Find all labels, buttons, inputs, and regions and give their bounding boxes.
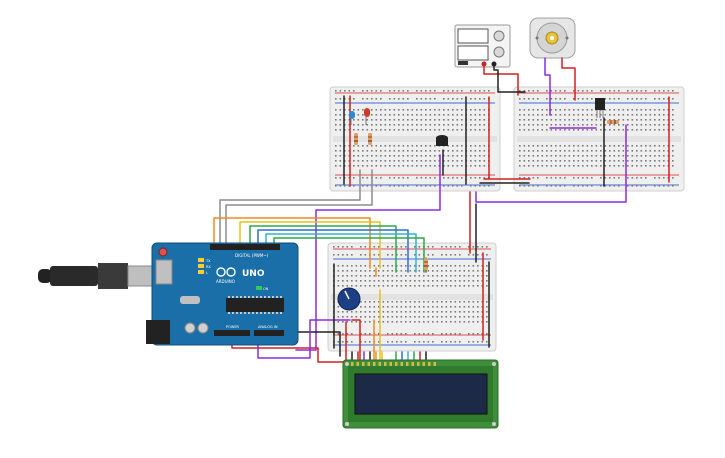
lcd-pin	[367, 362, 370, 366]
chip-pin	[244, 296, 246, 298]
wire-red[interactable]	[231, 321, 347, 363]
lcd-pin	[378, 362, 381, 366]
arduino-analog-label: ANALOG IN	[258, 325, 278, 329]
chip-pin	[272, 312, 274, 314]
lcd-pin	[351, 362, 354, 366]
lcd-pin	[417, 362, 420, 366]
wire-black[interactable]	[493, 63, 526, 93]
wire-green[interactable]	[273, 237, 425, 273]
wire-orange[interactable]	[213, 217, 371, 269]
lcd-pin	[389, 362, 392, 366]
lcd-pin	[406, 362, 409, 366]
chip-pin	[272, 296, 274, 298]
arduino-board[interactable]: DIGITAL (PWM~) UNO ARDUINO TX RX L ON PO…	[146, 242, 299, 346]
wire-purple[interactable]	[544, 57, 551, 116]
chip-pin	[276, 312, 278, 314]
wire-blue[interactable]	[257, 229, 409, 273]
chip-pin	[240, 296, 242, 298]
arduino-on-label: ON	[263, 287, 269, 291]
chip-pin	[264, 296, 266, 298]
chip-pin	[252, 312, 254, 314]
wire-purple[interactable]	[475, 124, 627, 203]
wire-red[interactable]	[561, 57, 576, 101]
lcd-pin	[411, 362, 414, 366]
chip-pin	[256, 312, 258, 314]
wire-gray[interactable]	[219, 169, 361, 246]
chip-pin	[264, 312, 266, 314]
chip-pin	[228, 296, 230, 298]
lcd-pin	[433, 362, 436, 366]
chip-pins	[228, 296, 282, 314]
lcd-pin	[428, 362, 431, 366]
wire-gray[interactable]	[225, 169, 373, 246]
lcd-display[interactable]	[342, 359, 499, 429]
chip-pin	[260, 312, 262, 314]
lcd-pin	[356, 362, 359, 366]
potentiometer-knob-icon[interactable]	[337, 287, 361, 311]
lcd-pins	[351, 362, 436, 366]
transistor[interactable]	[595, 98, 605, 118]
chip-pin	[232, 312, 234, 314]
lcd-pin	[362, 362, 365, 366]
resistor[interactable]	[424, 258, 428, 270]
lcd-pin	[384, 362, 387, 366]
lcd-pin	[422, 362, 425, 366]
dc-motor-icon[interactable]	[529, 17, 576, 59]
chip-pin	[232, 296, 234, 298]
wire-cyan[interactable]	[265, 233, 417, 273]
chip-pin	[228, 312, 230, 314]
led-blue[interactable]	[349, 111, 355, 125]
wire-red[interactable]	[483, 63, 519, 96]
chip-pin	[236, 296, 238, 298]
arduino-rx-label: RX	[206, 265, 211, 269]
lcd-pin	[395, 362, 398, 366]
arduino-model-text: UNO	[242, 269, 265, 279]
chip-pin	[236, 312, 238, 314]
usb-connector-icon[interactable]	[38, 263, 169, 289]
wire-purple[interactable]	[257, 319, 351, 359]
power-supply-icon[interactable]	[454, 24, 511, 68]
chip-pin	[276, 296, 278, 298]
chip-pin	[244, 312, 246, 314]
arduino-infinity-logo-icon	[216, 267, 236, 277]
wire-green[interactable]	[249, 225, 397, 273]
chip-pin	[268, 296, 270, 298]
temperature-sensor[interactable]	[436, 135, 448, 146]
arduino-l-label: L	[206, 271, 208, 275]
chip-pin	[268, 312, 270, 314]
resistor[interactable]	[368, 133, 372, 145]
lcd-pin	[400, 362, 403, 366]
lcd-pin	[373, 362, 376, 366]
arduino-logo-text: ARDUINO	[216, 279, 235, 284]
led-red[interactable]	[364, 108, 370, 125]
wire-red[interactable]	[351, 319, 361, 361]
wire-yellow[interactable]	[239, 221, 381, 269]
arduino-power-label: POWER	[226, 325, 240, 329]
chip-pin	[256, 296, 258, 298]
chip-pin	[248, 312, 250, 314]
chip-pin	[252, 296, 254, 298]
chip-pin	[240, 312, 242, 314]
resistor[interactable]	[607, 120, 619, 124]
chip-pin	[280, 296, 282, 298]
resistor[interactable]	[354, 133, 358, 145]
chip-pin	[260, 296, 262, 298]
chip-pin	[280, 312, 282, 314]
arduino-tx-label: TX	[205, 259, 211, 263]
arduino-digital-label: DIGITAL (PWM~)	[235, 253, 269, 258]
chip-pin	[248, 296, 250, 298]
